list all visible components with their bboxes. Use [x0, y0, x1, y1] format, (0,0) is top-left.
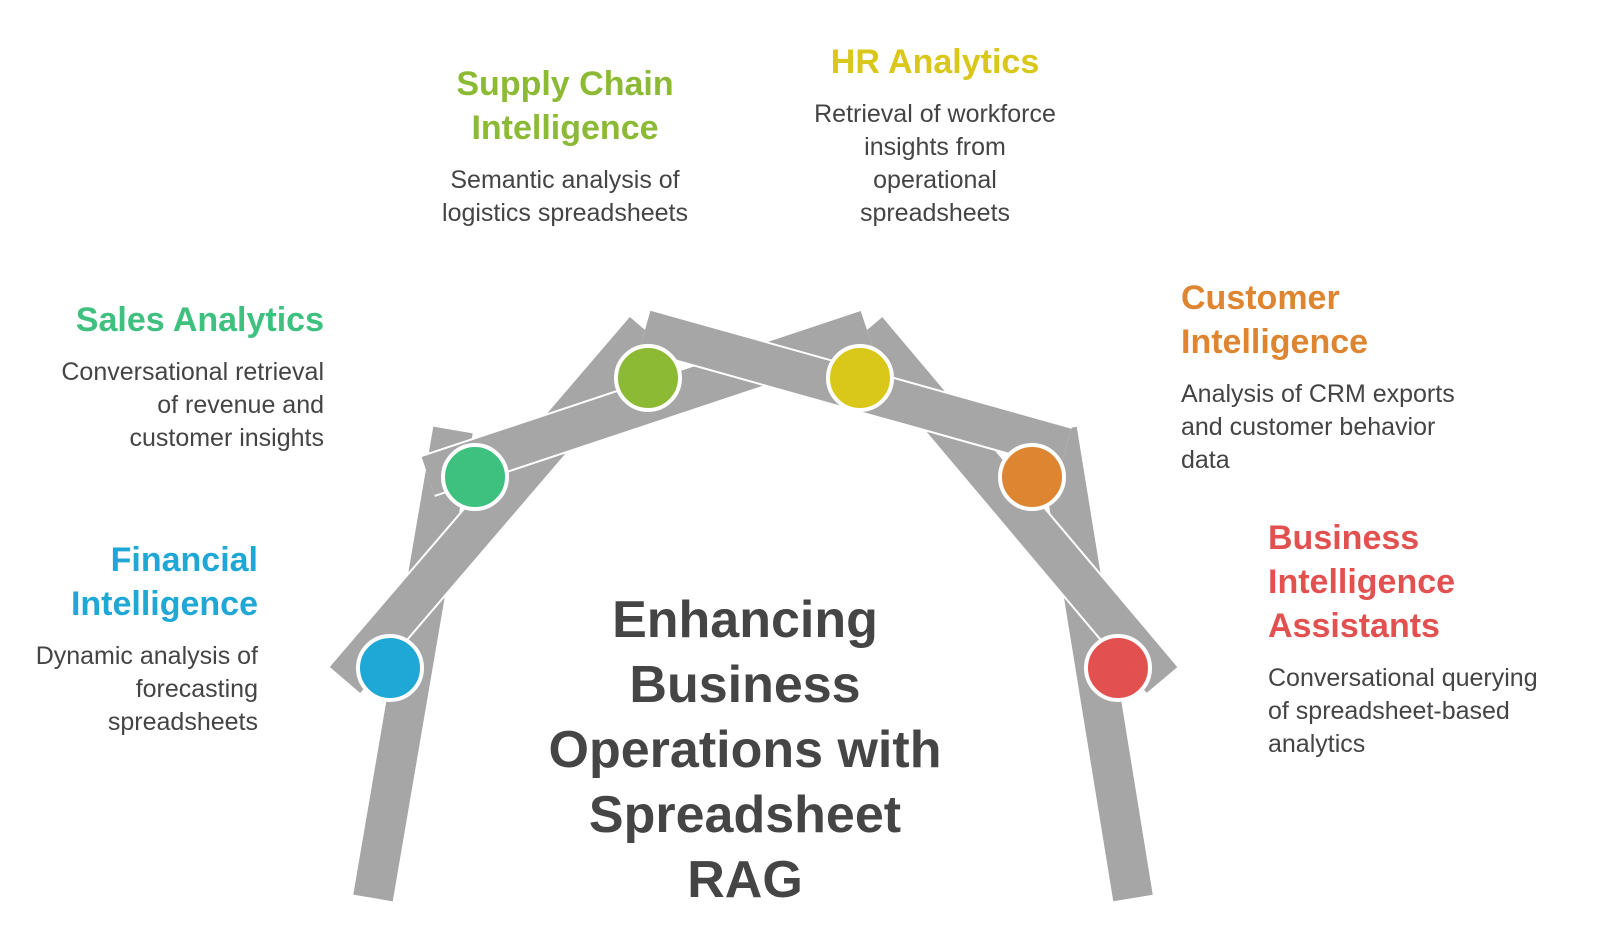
supply-chain-intelligence-block: Supply Chain Intelligence Semantic analy…	[420, 62, 710, 230]
left-diagonal-beam	[329, 316, 661, 694]
business-intelligence-assistants-heading: Business Intelligence Assistants	[1268, 519, 1456, 645]
diagram-title: Enhancing Business Operations with Sprea…	[548, 591, 942, 909]
sales-analytics-block: Sales Analytics Conversational retrieval…	[0, 298, 324, 455]
supply-chain-intelligence-description: Semantic analysis of logistics spreadshe…	[442, 166, 688, 227]
frame-nodes	[356, 344, 1152, 702]
customer-intelligence-description: Analysis of CRM exports and customer beh…	[1181, 380, 1455, 474]
sales-analytics-description: Conversational retrieval of revenue and …	[61, 358, 324, 452]
hr-analytics-node	[826, 344, 894, 412]
business-intelligence-assistants-block: Business Intelligence Assistants Convers…	[1268, 516, 1588, 761]
sales-analytics-heading: Sales Analytics	[75, 301, 324, 339]
financial-intelligence-heading: Financial Intelligence	[70, 541, 258, 623]
hr-analytics-description: Retrieval of workforce insights from ope…	[814, 100, 1056, 227]
financial-intelligence-description: Dynamic analysis of forecasting spreadsh…	[35, 642, 258, 736]
hr-analytics-heading: HR Analytics	[830, 43, 1040, 81]
business-intelligence-assistants-description: Conversational querying of spreadsheet-b…	[1268, 664, 1538, 758]
supply-chain-intelligence-node	[614, 344, 682, 412]
supply-chain-intelligence-heading: Supply Chain Intelligence	[456, 65, 674, 147]
financial-intelligence-node	[356, 634, 424, 702]
financial-intelligence-block: Financial Intelligence Dynamic analysis …	[0, 538, 258, 739]
customer-intelligence-heading: Customer Intelligence	[1181, 279, 1369, 361]
customer-intelligence-node	[998, 443, 1066, 511]
customer-intelligence-block: Customer Intelligence Analysis of CRM ex…	[1181, 276, 1511, 477]
sales-analytics-node	[441, 443, 509, 511]
hr-analytics-block: HR Analytics Retrieval of workforce insi…	[790, 40, 1080, 230]
business-intelligence-assistants-node	[1084, 634, 1152, 702]
